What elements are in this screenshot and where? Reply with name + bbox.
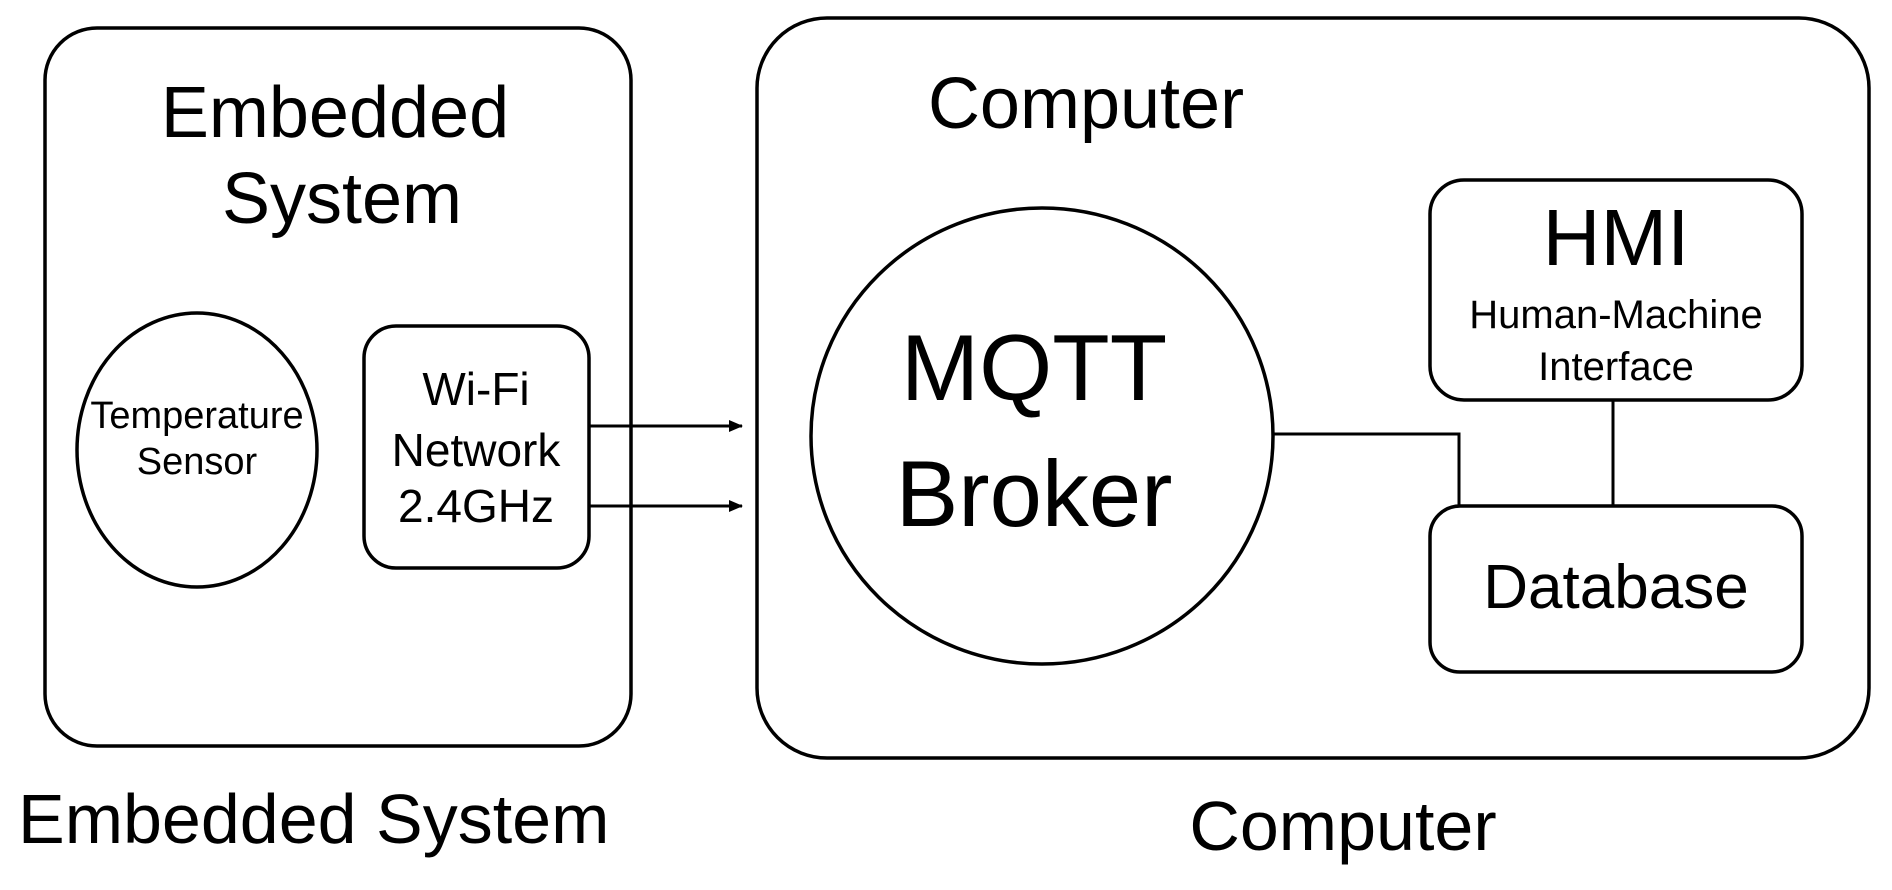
embedded-system-caption: Embedded System (18, 780, 609, 858)
embedded-system-title-line2: System (222, 159, 462, 239)
embedded-system-title-line1: Embedded (161, 73, 509, 153)
wifi-network-node: Wi-Fi Network 2.4GHz (362, 324, 591, 570)
broker-to-database-connector (1273, 432, 1461, 506)
mqtt-broker-label-line2: Broker (896, 441, 1173, 546)
mqtt-broker-label-line1: MQTT (901, 315, 1167, 420)
wifi-network-label-line3: 2.4GHz (398, 480, 554, 532)
computer-title: Computer (928, 64, 1244, 144)
computer-caption: Computer (1189, 787, 1496, 865)
temperature-sensor-node: Temperature Sensor (75, 311, 319, 589)
database-label: Database (1483, 553, 1748, 622)
mqtt-broker-node: MQTT Broker (809, 206, 1275, 666)
wifi-network-label-line1: Wi-Fi (422, 363, 529, 415)
database-node: Database (1428, 504, 1804, 674)
hmi-subtitle-line1: Human-Machine (1469, 293, 1762, 337)
wifi-network-label-line2: Network (392, 424, 562, 476)
hmi-node: HMI Human-Machine Interface (1428, 178, 1804, 402)
hmi-title: HMI (1543, 193, 1690, 282)
temperature-sensor-label-line1: Temperature (90, 395, 303, 437)
hmi-subtitle-line2: Interface (1538, 345, 1694, 389)
temperature-sensor-label-line2: Sensor (137, 441, 258, 483)
